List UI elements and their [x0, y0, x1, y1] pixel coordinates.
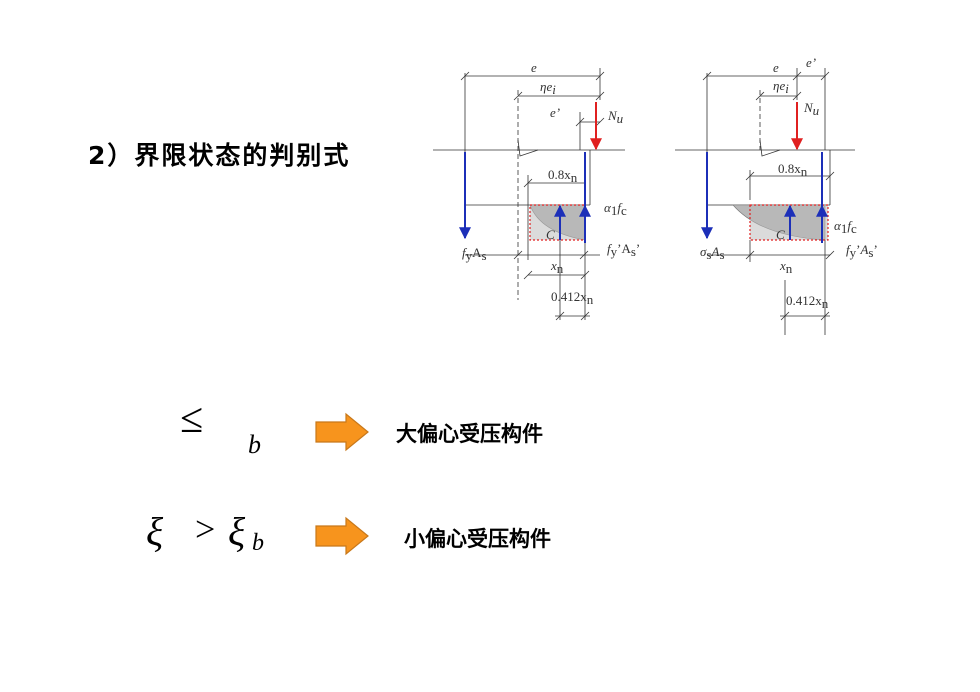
diagram-large-eccentric: e ηei e’ Nu 0.8xn α1fc C fyAs fy’As’ xn … — [433, 60, 640, 321]
diagram-small-eccentric: e e’ ηei Nu 0.8xn α1fc C σsAs fy’As’ xn … — [675, 55, 878, 335]
label-lever-arm-right: 0.412xn — [786, 293, 829, 311]
label-alpha-fc-right: α1fc — [834, 218, 857, 236]
leq-symbol: ≤ — [180, 396, 204, 442]
label-nu: Nu — [607, 108, 624, 126]
large-eccentric-label: 大偏心受压构件 — [396, 422, 543, 446]
label-xn-right: xn — [779, 258, 793, 276]
label-lever-arm: 0.412xn — [551, 289, 594, 307]
label-sigma-as: σsAs — [700, 244, 725, 262]
subscript-b-2: b — [252, 530, 264, 556]
label-alpha-fc: α1fc — [604, 200, 627, 218]
label-eta-ei-right: ηei — [773, 78, 789, 96]
label-fy-as-prime-right: fy’As’ — [846, 242, 878, 260]
label-xn: xn — [550, 258, 564, 276]
label-c-right: C — [776, 227, 785, 242]
right-arrow-icon — [315, 412, 369, 452]
label-c: C — [546, 227, 555, 242]
right-arrow-icon — [315, 516, 369, 556]
xi-b-symbol: ξ — [228, 509, 246, 554]
label-nu-right: Nu — [803, 100, 820, 118]
dimension-lines-right — [675, 68, 855, 335]
label-depth: 0.8xn — [548, 167, 578, 185]
label-depth-right: 0.8xn — [778, 161, 808, 179]
page-heading: 2）界限状态的判别式 — [88, 141, 351, 170]
label-e: e — [531, 60, 537, 75]
subscript-b: b — [248, 430, 261, 459]
gt-symbol: > — [195, 509, 216, 549]
small-eccentric-label: 小偏心受压构件 — [404, 527, 551, 551]
label-fy-as-prime: fy’As’ — [607, 241, 640, 259]
label-e-prime: e’ — [550, 105, 560, 120]
label-eta-ei: ηei — [540, 79, 556, 97]
xi-symbol: ξ — [146, 509, 164, 554]
label-e-right: e — [773, 60, 779, 75]
label-e-prime-right: e’ — [806, 55, 816, 70]
label-fy-as: fyAs — [462, 245, 487, 263]
